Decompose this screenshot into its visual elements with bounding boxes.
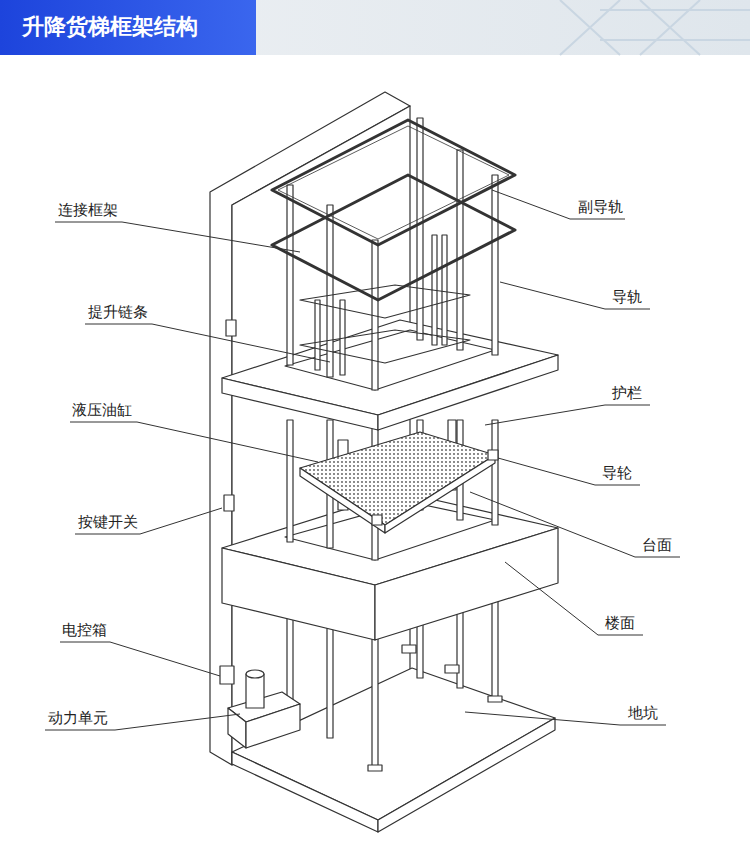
part-label: 地坑 — [628, 703, 658, 723]
part-label: 动力单元 — [48, 708, 108, 728]
part-label: 连接框架 — [58, 200, 118, 220]
part-label: 导轨 — [612, 287, 642, 307]
part-label: 提升链条 — [88, 302, 148, 322]
title: 升降货梯框架结构 — [22, 13, 198, 41]
part-label: 导轮 — [602, 463, 632, 483]
part-label: 台面 — [642, 535, 672, 555]
part-label: 按键开关 — [78, 512, 138, 532]
part-label: 电控箱 — [62, 620, 107, 640]
part-label: 液压油缸 — [72, 400, 132, 420]
part-label: 护栏 — [612, 383, 642, 403]
leader-lines — [45, 190, 680, 730]
part-label: 楼面 — [605, 613, 635, 633]
part-label: 副导轨 — [578, 197, 623, 217]
